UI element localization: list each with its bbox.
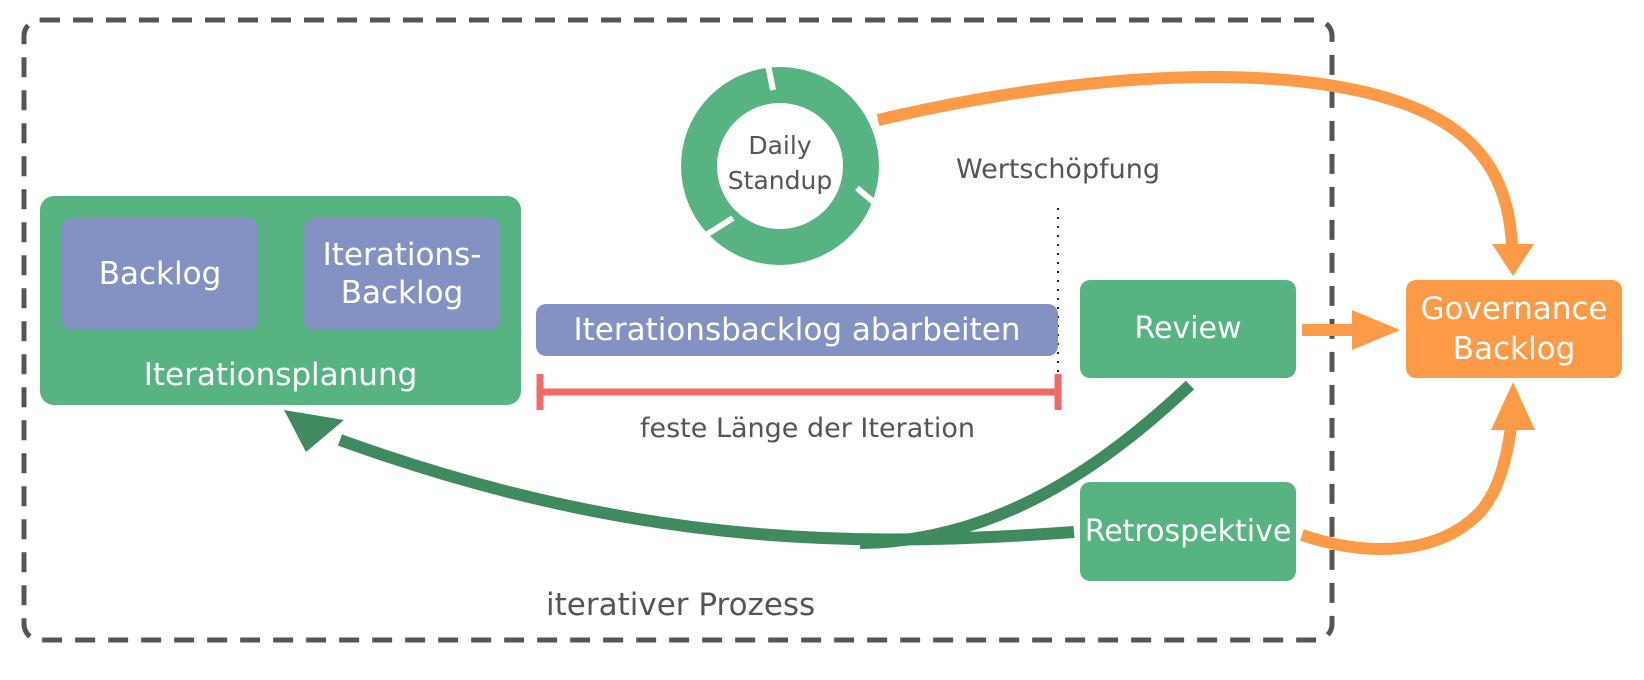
retrospective-feedback-arrow bbox=[337, 434, 1075, 546]
standup-governance-arrowhead bbox=[1492, 244, 1534, 276]
work-iteration-backlog-bar: Iterationsbacklog abarbeiten bbox=[536, 304, 1058, 356]
retrospective-to-governance-arrow bbox=[1300, 404, 1519, 555]
retrospective-label: Retrospektive bbox=[1084, 513, 1292, 549]
review-governance-arrowhead bbox=[1352, 310, 1400, 350]
value-creation-label: Wertschöpfung bbox=[956, 154, 1160, 185]
governance-backlog-line2: Backlog bbox=[1452, 331, 1576, 367]
daily-standup-text: Daily Standup bbox=[715, 128, 845, 198]
fixed-length-bracket bbox=[536, 374, 1062, 410]
iteration-backlog-label-line1: Iterations- bbox=[322, 237, 482, 273]
review-label: Review bbox=[1134, 311, 1242, 346]
iteration-backlog-box: Iterations- Backlog bbox=[304, 218, 500, 330]
review-box: Review bbox=[1080, 280, 1296, 378]
governance-backlog-box: Governance Backlog bbox=[1406, 280, 1622, 378]
iteration-backlog-label-line2: Backlog bbox=[340, 275, 464, 311]
retrospective-box: Retrospektive bbox=[1080, 482, 1296, 581]
daily-standup-cycle-icon bbox=[681, 59, 884, 265]
iteration-planning-label: Iterationsplanung bbox=[143, 357, 418, 393]
fixed-length-label: feste Länge der Iteration bbox=[640, 413, 975, 444]
governance-backlog-line1: Governance bbox=[1420, 291, 1608, 327]
standup-to-governance-arrow bbox=[876, 71, 1518, 249]
daily-standup-line2: Standup bbox=[727, 166, 833, 195]
backlog-box: Backlog bbox=[62, 218, 258, 330]
daily-standup-line1: Daily bbox=[748, 131, 812, 160]
planning-feedback-arrowhead bbox=[284, 410, 344, 452]
iterative-process-label: iterativer Prozess bbox=[546, 587, 816, 623]
work-iteration-backlog-label: Iterationsbacklog abarbeiten bbox=[573, 312, 1021, 348]
backlog-label: Backlog bbox=[98, 256, 222, 292]
retrospective-governance-arrowhead bbox=[1491, 382, 1535, 430]
